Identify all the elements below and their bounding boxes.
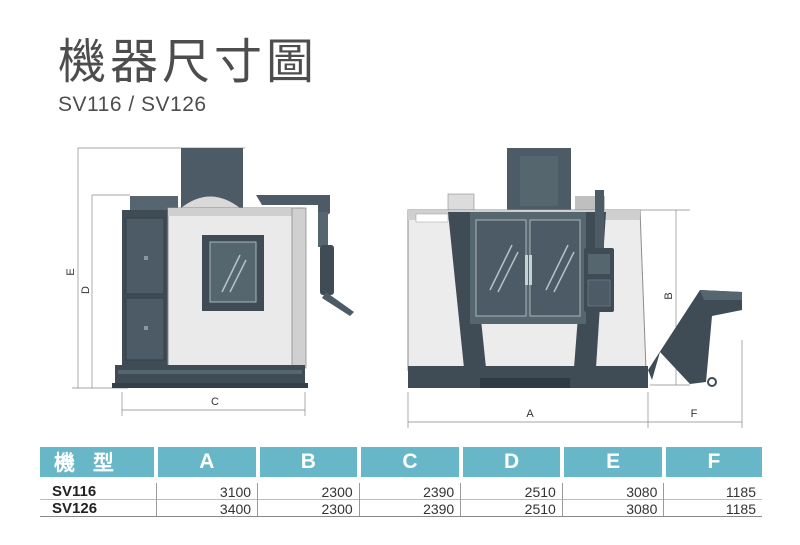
cell-model: SV126	[40, 499, 156, 517]
spec-table: 機 型 A B C D E F SV116 3100 2300 2390 251…	[40, 447, 762, 517]
cell-d: 2510	[460, 499, 563, 517]
side-view-machine: E D C	[65, 147, 354, 416]
header-model: 機 型	[40, 447, 156, 480]
table-row: SV116 3100 2300 2390 2510 3080 1185	[40, 477, 762, 500]
table-row: SV126 3400 2300 2390 2510 3080 1185	[40, 499, 762, 517]
cell-b: 2300	[257, 477, 360, 500]
dim-label-b: B	[663, 292, 675, 299]
dim-label-c: C	[211, 396, 219, 408]
spec-table-header: 機 型 A B C D E F	[40, 447, 762, 480]
cell-a: 3100	[155, 477, 258, 500]
cell-d: 2510	[460, 477, 563, 500]
header-c: C	[357, 447, 461, 480]
header-e: E	[560, 447, 664, 480]
header-d: D	[458, 447, 563, 480]
cell-e: 3080	[561, 499, 664, 517]
machine-dimension-drawing: E D C	[65, 147, 743, 428]
header-f: F	[661, 447, 762, 480]
cell-b: 2300	[257, 499, 360, 517]
cell-e: 3080	[561, 477, 664, 500]
front-view-machine: A F B	[407, 148, 743, 428]
page-title: 機器尺寸圖	[58, 34, 319, 90]
cell-c: 2390	[358, 477, 461, 500]
header-a: A	[154, 447, 258, 480]
model-subtitle: SV116 / SV126	[58, 93, 207, 116]
dim-label-d: D	[80, 286, 92, 294]
header-b: B	[255, 447, 360, 480]
dim-label-e: E	[65, 268, 77, 275]
cell-f: 1185	[663, 499, 762, 517]
dim-label-a: A	[526, 408, 534, 420]
cell-a: 3400	[155, 499, 258, 517]
cell-model: SV116	[40, 477, 156, 500]
cell-f: 1185	[663, 477, 762, 500]
cell-c: 2390	[358, 499, 461, 517]
dim-label-f: F	[691, 408, 698, 420]
